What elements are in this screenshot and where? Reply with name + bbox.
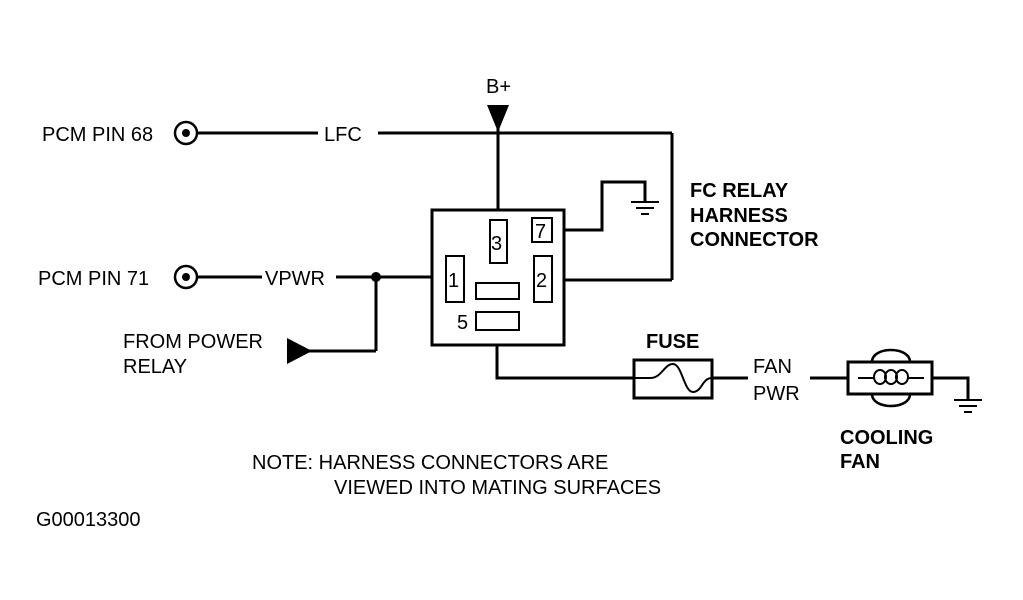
fuse-icon — [632, 358, 714, 400]
fuse-label: FUSE — [646, 331, 699, 353]
lfc-label: LFC — [324, 124, 362, 146]
pcm-pin-71-label: PCM PIN 71 — [38, 268, 149, 290]
cooling-fan-label-line2: FAN — [840, 451, 880, 473]
cooling-fan-label-line1: COOLING — [840, 427, 933, 449]
b-plus-label: B+ — [486, 76, 511, 98]
pin-2-terminal — [533, 255, 553, 303]
relay-ground-icon — [631, 201, 659, 215]
fan-pwr-label-line2: PWR — [753, 383, 800, 405]
pin-1-label: 1 — [448, 270, 459, 292]
fan-ground-icon — [954, 399, 982, 413]
pin-3-label: 3 — [491, 233, 502, 255]
note-line2: VIEWED INTO MATING SURFACES — [334, 477, 661, 499]
cooling-fan-icon — [846, 348, 934, 408]
fan-pwr-label-line1: FAN — [753, 356, 792, 378]
fan-ground-wire — [932, 376, 970, 400]
power-relay-arrow-icon — [287, 338, 312, 364]
pin-2-label: 2 — [536, 270, 547, 292]
b-plus-arrow-icon — [487, 105, 509, 132]
pcm-pin-71-connector-icon — [173, 264, 199, 290]
pin-1-terminal — [445, 255, 465, 303]
splice-dot — [371, 272, 381, 282]
from-power-relay-label-line1: FROM POWER — [123, 331, 263, 353]
figure-id-label: G00013300 — [36, 509, 141, 531]
unused-terminal — [475, 282, 520, 300]
pcm-pin-68-label: PCM PIN 68 — [42, 124, 153, 146]
pin-7-terminal — [531, 217, 553, 243]
pcm-pin-68-connector-icon — [173, 120, 199, 146]
pin-3-terminal — [489, 219, 508, 264]
relay-title-line2: HARNESS — [690, 205, 788, 227]
note-line1: NOTE: HARNESS CONNECTORS ARE — [252, 452, 608, 474]
from-power-relay-label-line2: RELAY — [123, 356, 187, 378]
vpwr-label: VPWR — [265, 268, 325, 290]
pin-5-terminal — [475, 311, 520, 331]
relay-title-line3: CONNECTOR — [690, 229, 819, 251]
pin7-ground-wire — [552, 180, 647, 232]
pin-7-label: 7 — [535, 221, 546, 243]
relay-title-line1: FC RELAY — [690, 180, 789, 202]
pin-5-label: 5 — [457, 312, 468, 334]
